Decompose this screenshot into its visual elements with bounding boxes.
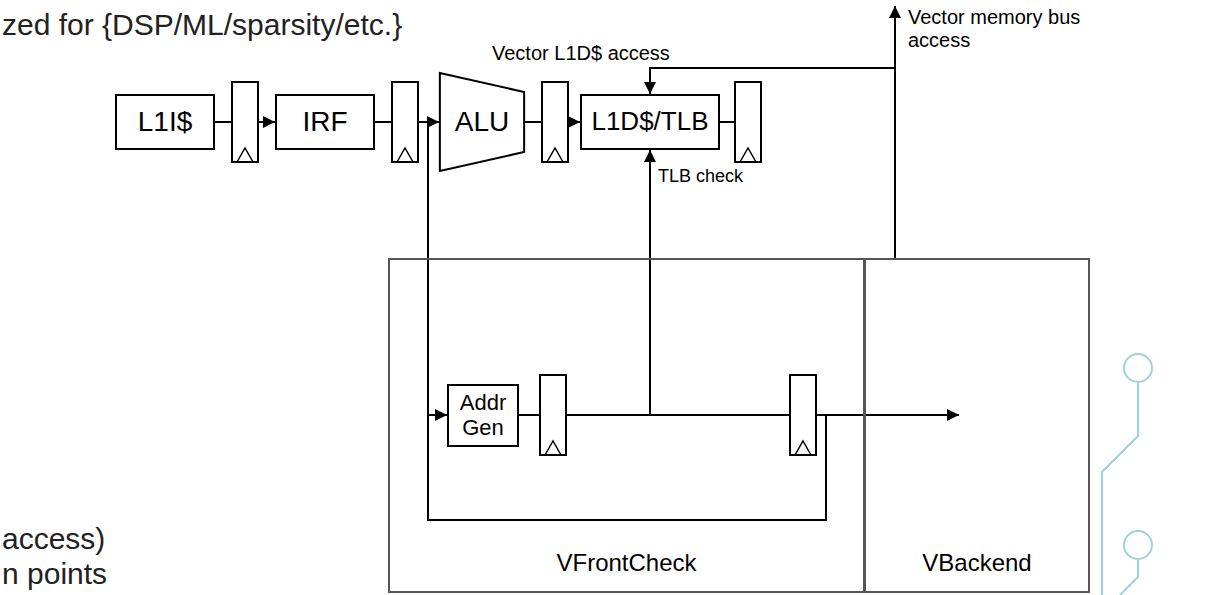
unit-region: VFrontCheck Addr Gen xyxy=(388,258,865,593)
slide-text: n points xyxy=(2,557,107,592)
slide-text: zed for {DSP/ML/sparsity/etc.} xyxy=(2,8,402,43)
pipeline-register xyxy=(540,375,566,455)
cache-box: L1I$ xyxy=(115,94,215,150)
unit-region: VBackend xyxy=(864,258,1090,593)
clock-triangle xyxy=(740,148,756,162)
pipeline-register xyxy=(542,82,568,162)
region-label: VBackend xyxy=(922,549,1031,577)
region-label: VFrontCheck xyxy=(556,549,696,577)
register-rect xyxy=(735,82,761,162)
ornament-line xyxy=(1102,382,1138,595)
pipeline-register xyxy=(232,82,258,162)
connector xyxy=(519,414,959,416)
box-label: L1I$ xyxy=(138,106,193,138)
box-label: Addr Gen xyxy=(455,390,511,441)
register-rect xyxy=(392,82,418,162)
register-rect xyxy=(790,375,816,455)
connector xyxy=(375,122,447,415)
ornament-circle xyxy=(1124,531,1152,559)
pipeline-register xyxy=(735,82,761,162)
clock-triangle xyxy=(547,148,563,162)
box-label: IRF xyxy=(302,106,347,138)
wire xyxy=(720,121,735,123)
slide-text: access) xyxy=(2,522,105,557)
memory-bus-arrow xyxy=(894,6,896,258)
bus-label: Vector memory bus access xyxy=(908,6,1088,52)
box-label: ALU xyxy=(455,106,509,138)
clock-triangle xyxy=(397,148,413,162)
ornament-line xyxy=(1120,559,1138,595)
ornament-circle xyxy=(1124,354,1152,382)
register-rect xyxy=(542,82,568,162)
connector-label: TLB check xyxy=(656,166,745,187)
pipeline-register xyxy=(790,375,816,455)
register-rect xyxy=(540,375,566,455)
cache-box: L1D$/TLB xyxy=(580,94,720,150)
clock-triangle xyxy=(545,441,561,455)
connector-label: Vector L1D$ access xyxy=(490,42,672,65)
register-rect xyxy=(232,82,258,162)
addr-gen-box: Addr Gen xyxy=(447,384,519,447)
alu-trapezoid: ALU xyxy=(439,72,525,172)
pipeline-register xyxy=(392,82,418,162)
register-file-box: IRF xyxy=(275,94,375,150)
clock-triangle xyxy=(795,441,811,455)
box-label: L1D$/TLB xyxy=(591,107,708,137)
alu-shape xyxy=(440,73,524,171)
clock-triangle xyxy=(237,148,253,162)
connector xyxy=(519,150,650,415)
